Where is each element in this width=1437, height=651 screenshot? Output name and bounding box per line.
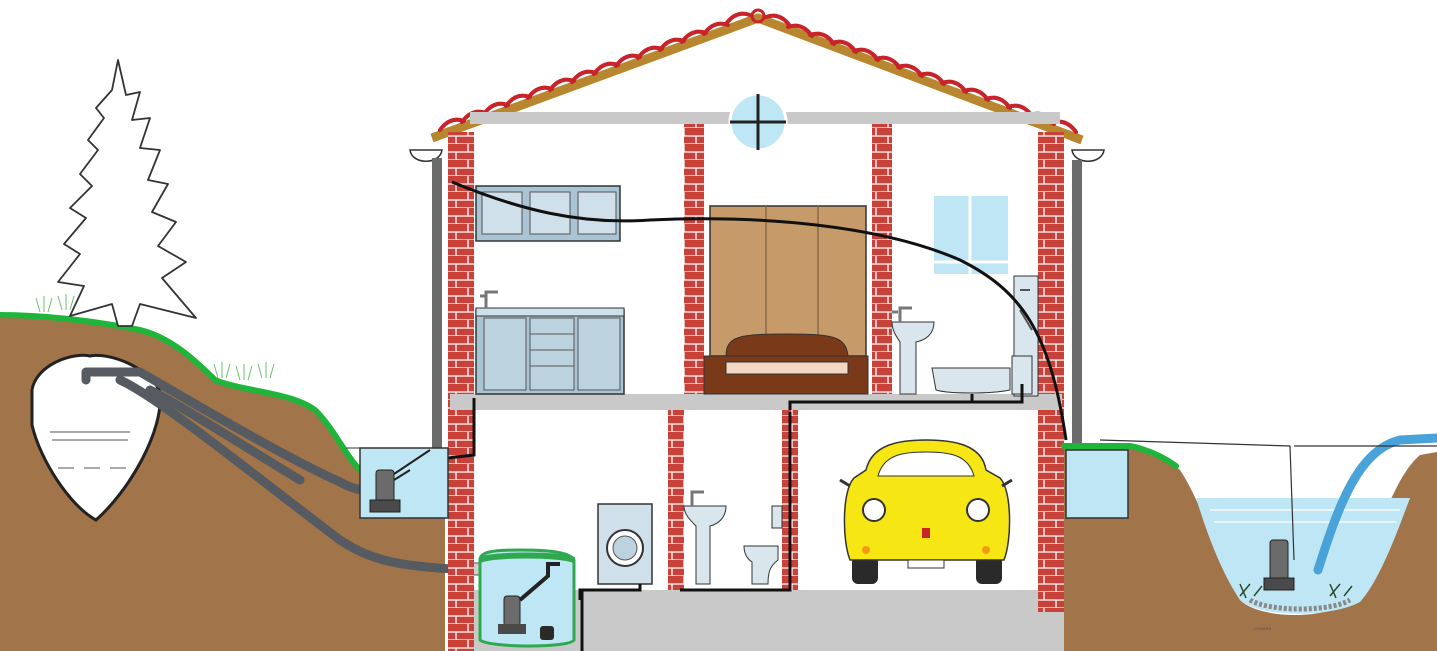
- bathtub-icon: [932, 276, 1038, 396]
- round-window-icon: [730, 94, 786, 150]
- lifting-station-icon: [480, 550, 574, 646]
- tiny-caption: LOWARA: [1254, 626, 1272, 631]
- toilet-icon: [744, 506, 782, 584]
- brick-pillar-3: [668, 410, 684, 590]
- car-icon: [840, 440, 1012, 584]
- bathroom-window: [934, 196, 1008, 274]
- brick-pillar-1: [684, 124, 704, 394]
- brick-wall-left: [448, 132, 474, 651]
- pine-tree-icon: [58, 60, 196, 326]
- washbasin-ground-icon: [684, 492, 726, 584]
- kitchen-sink-icon: [476, 292, 624, 394]
- right-sump-box: [1066, 450, 1128, 518]
- brick-pillar-2: [872, 124, 892, 394]
- washbasin-icon: [892, 308, 934, 394]
- washing-machine-icon: [598, 504, 652, 584]
